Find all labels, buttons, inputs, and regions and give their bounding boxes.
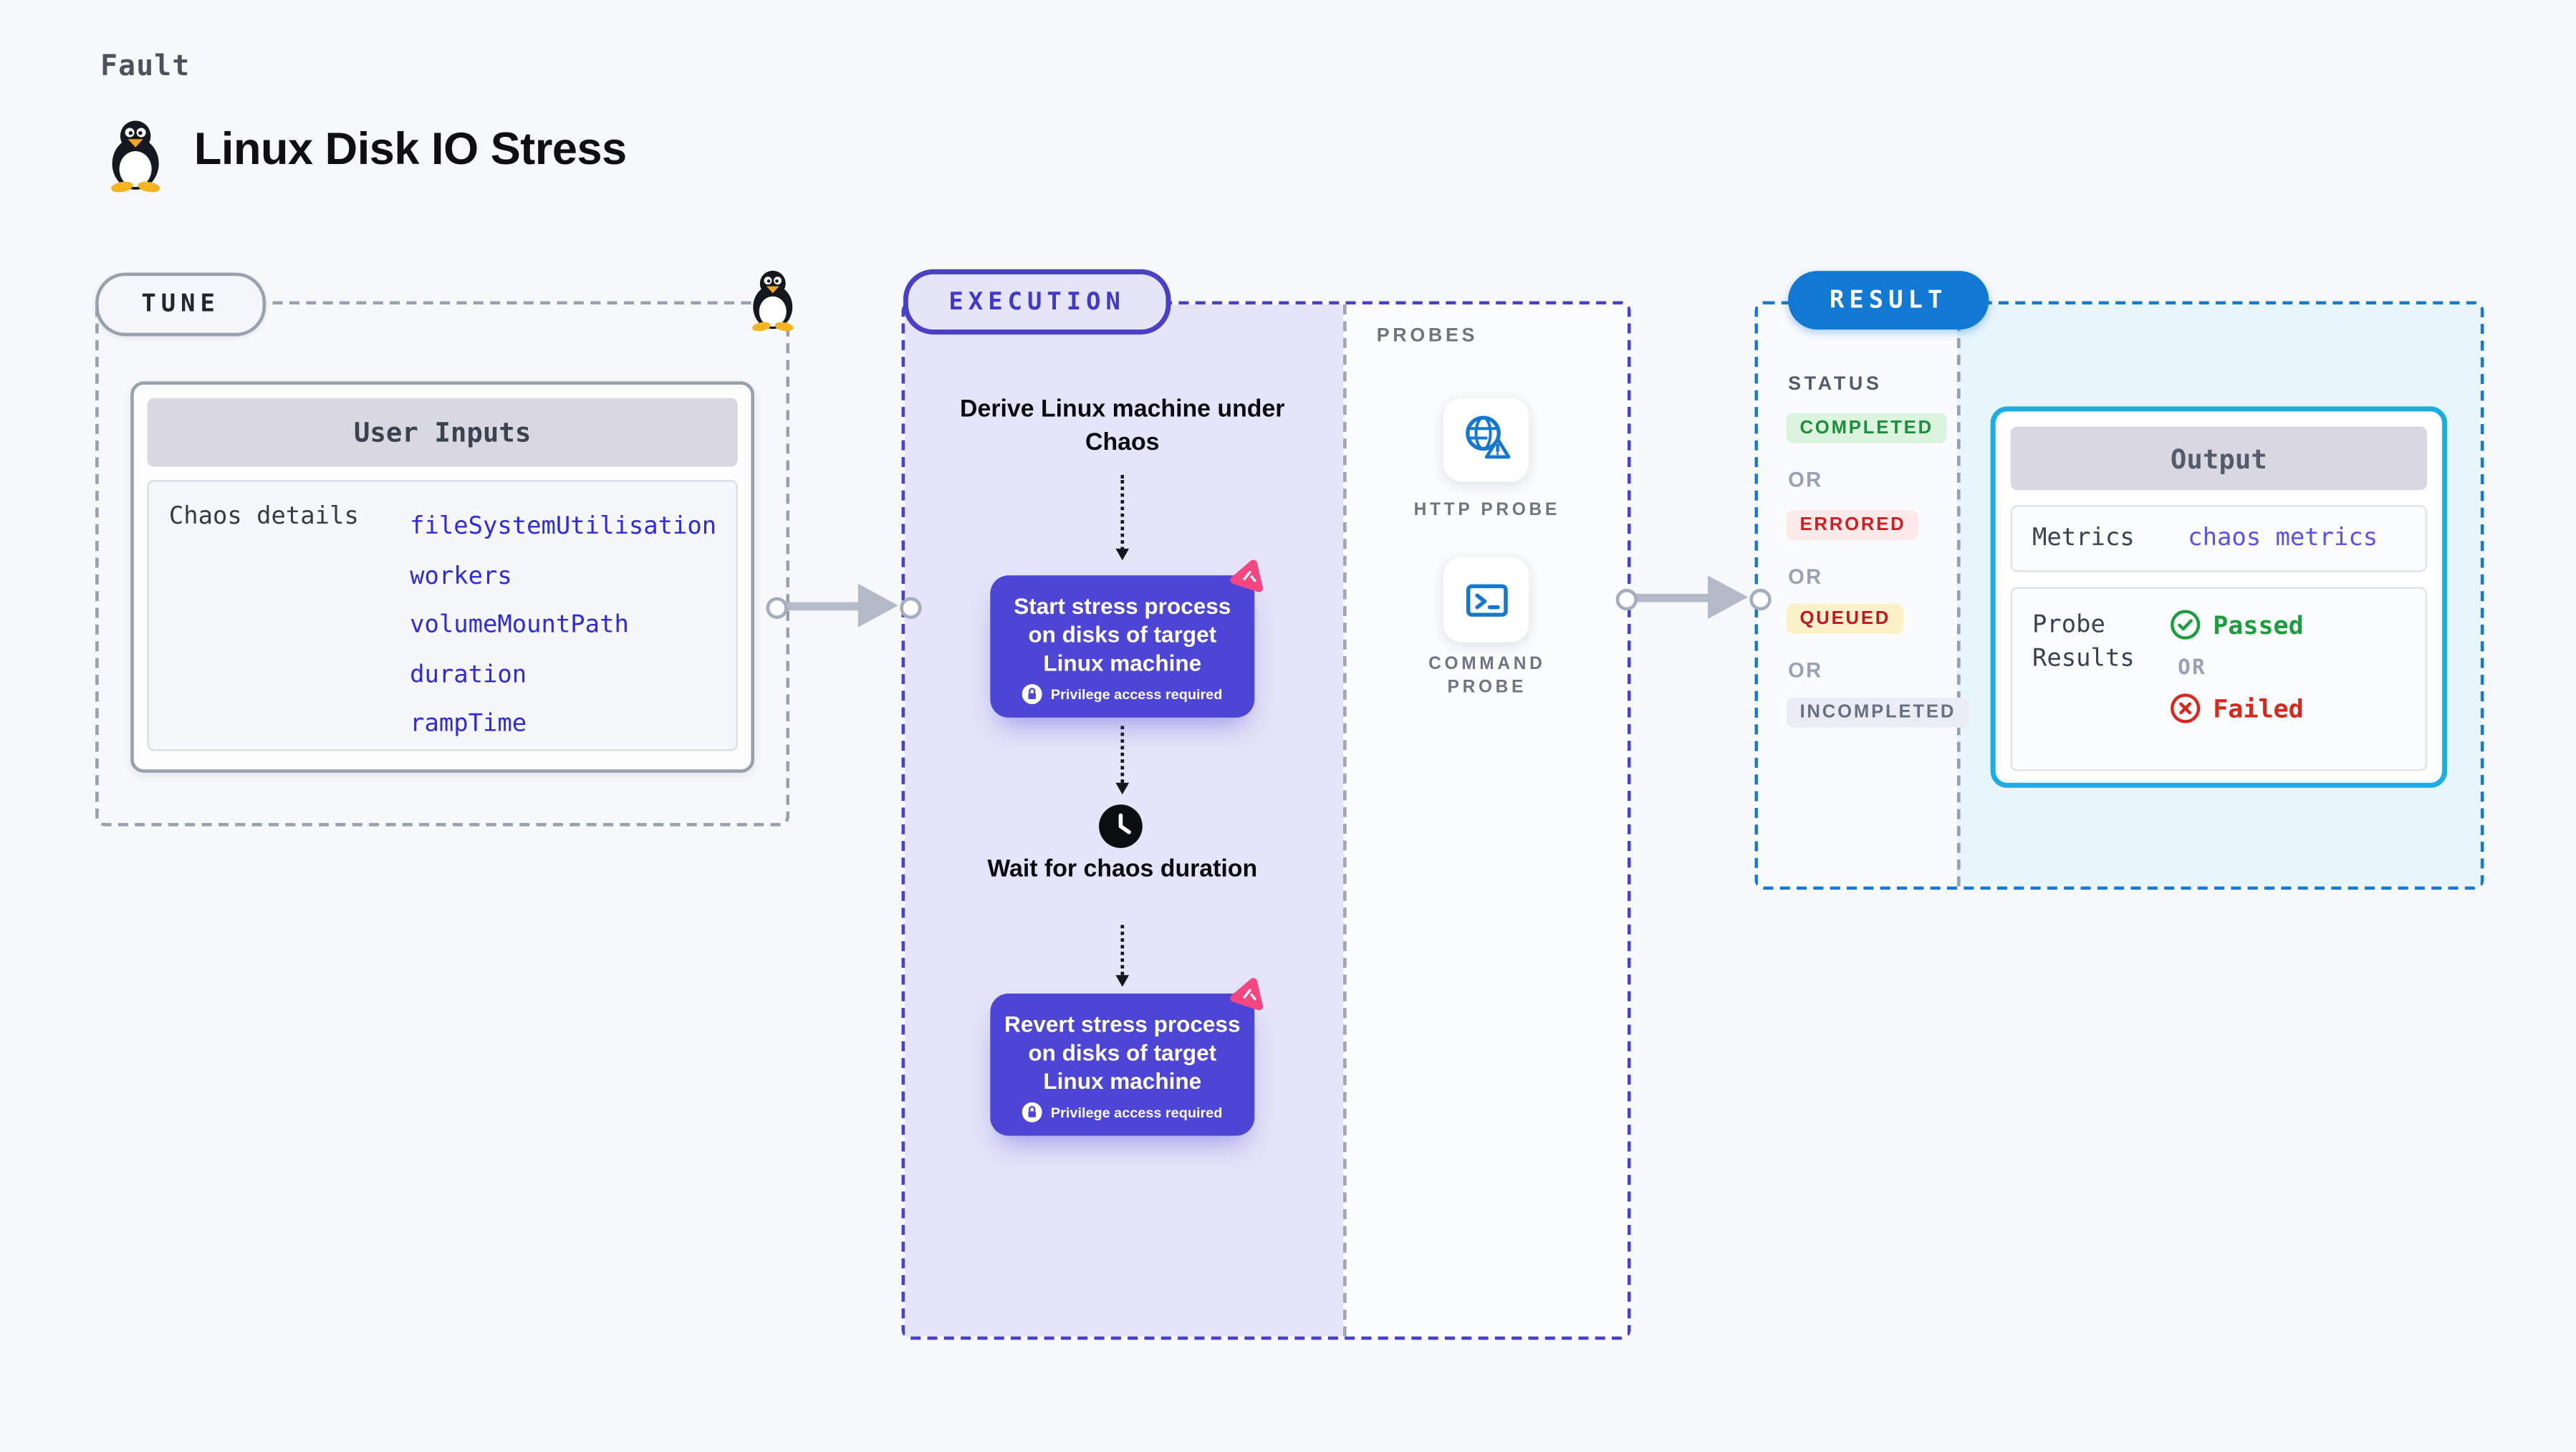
or-separator: OR [2178, 653, 2207, 680]
or-separator: OR [1788, 468, 1823, 492]
input-parameter: fileSystemUtilisation [410, 513, 717, 541]
probes-label: PROBES [1376, 326, 1479, 347]
lock-icon [1022, 684, 1043, 705]
input-parameter: workers [410, 562, 512, 590]
command-probe-card [1443, 557, 1529, 643]
status-badge-queued: QUEUED [1786, 603, 1904, 634]
x-circle-icon [2171, 693, 2201, 723]
connector-arrowhead [857, 583, 898, 628]
input-parameter-list: fileSystemUtilisation workers volumeMoun… [410, 504, 716, 750]
derive-step-label: Derive Linux machine under Chaos [960, 396, 1285, 456]
metrics-label: Metrics [2032, 525, 2135, 552]
http-probe-label: HTTP PROBE [1413, 500, 1560, 521]
wait-step-label: Wait for chaos duration [987, 856, 1258, 883]
result-section: STATUS COMPLETED OR ERRORED OR QUEUED OR… [1754, 301, 2484, 890]
chaos-details-label: Chaos details [168, 503, 359, 531]
connector-line [779, 601, 867, 610]
status-badge-errored: ERRORED [1786, 510, 1920, 541]
fault-kicker: Fault [100, 50, 191, 84]
result-divider [1956, 304, 1961, 887]
page-title: Linux Disk IO Stress [193, 123, 627, 174]
status-badge-completed: COMPLETED [1786, 413, 1947, 443]
failed-status: Failed [2169, 693, 2304, 724]
command-probe-label: COMMAND PROBE [1428, 653, 1546, 698]
connector-line [1629, 592, 1716, 602]
lock-icon [1022, 1102, 1043, 1122]
connector-dot [900, 597, 922, 619]
output-card: Output Metrics chaos metrics Probe Resul… [1990, 406, 2448, 788]
privilege-note: Privilege access required [1004, 1102, 1241, 1122]
execution-badge: EXECUTION [903, 269, 1171, 335]
tune-badge: TUNE [95, 272, 266, 337]
flow-arrow-down [1115, 925, 1128, 987]
result-badge: RESULT [1788, 271, 1989, 330]
or-separator: OR [1788, 658, 1823, 683]
start-stress-label: Start stress process on disks of target … [1014, 593, 1231, 676]
metrics-row: Metrics chaos metrics [2010, 505, 2428, 572]
connector-arrowhead [1708, 575, 1749, 619]
probe-results-values: Passed OR Failed [2169, 609, 2304, 769]
probe-results-row: Probe Results Passed OR [2010, 587, 2428, 771]
chaos-fault-icon [1230, 978, 1264, 1011]
tux-penguin-icon [111, 120, 160, 193]
or-separator: OR [1788, 565, 1823, 589]
tux-penguin-icon [751, 270, 794, 332]
status-badge-incompleted: INCOMPLETED [1786, 697, 1969, 728]
output-header: Output [2010, 426, 2428, 491]
tune-section [95, 301, 790, 827]
revert-stress-step: Revert stress process on disks of target… [990, 993, 1255, 1136]
chaos-fault-icon [1230, 559, 1264, 592]
connector-dot [1615, 588, 1638, 611]
passed-status: Passed [2169, 609, 2304, 640]
status-label: STATUS [1788, 375, 1883, 395]
status-panel [1758, 304, 1957, 887]
globe-alert-icon [1465, 415, 1510, 459]
metrics-value: chaos metrics [2188, 525, 2378, 552]
start-stress-step: Start stress process on disks of target … [990, 575, 1255, 718]
privilege-note: Privilege access required [1004, 684, 1241, 705]
user-inputs-body: Chaos details fileSystemUtilisation work… [147, 480, 738, 751]
input-parameter: duration [410, 661, 527, 688]
connector-dot [1749, 588, 1772, 611]
flow-arrow-down [1115, 726, 1128, 795]
http-probe-card [1443, 398, 1529, 482]
flow-arrow-down [1115, 475, 1128, 561]
execution-section: Derive Linux machine under Chaos Start s… [901, 301, 1631, 1340]
clock-icon [1099, 804, 1143, 848]
input-parameter: rampTime [410, 711, 527, 738]
user-inputs-card: User Inputs Chaos details fileSystemUtil… [130, 381, 755, 773]
terminal-icon [1465, 583, 1507, 616]
probe-results-label: Probe Results [2032, 612, 2135, 673]
revert-stress-label: Revert stress process on disks of target… [1004, 1011, 1241, 1095]
connector-dot [766, 597, 788, 619]
probes-divider [1343, 304, 1347, 1337]
input-parameter: volumeMountPath [410, 612, 629, 639]
user-inputs-header: User Inputs [147, 398, 738, 467]
check-circle-icon [2171, 610, 2201, 640]
